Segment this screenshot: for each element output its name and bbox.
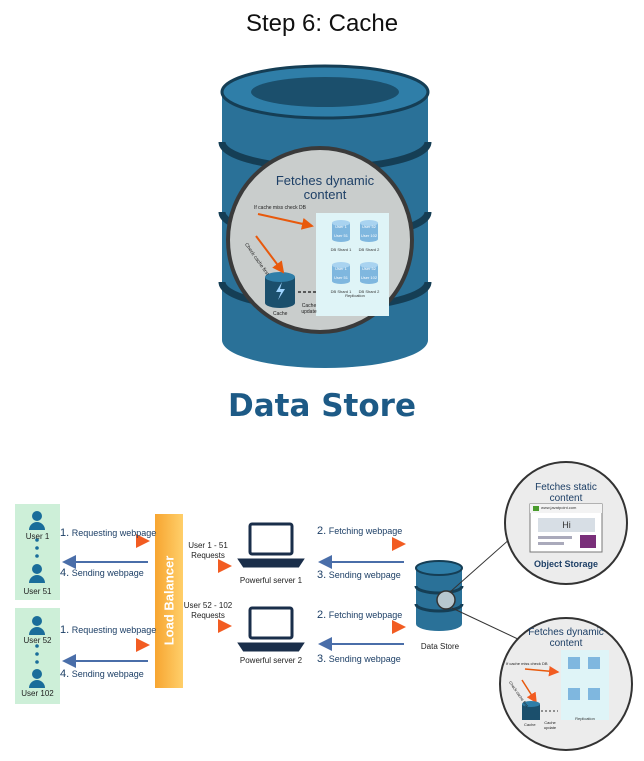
dynamic-heading: Fetches dynamic content <box>516 627 616 649</box>
hero-shard-1: User 1 User 51 DB Shard 1 <box>330 220 352 252</box>
step-number: 4. <box>60 668 70 680</box>
data-store-icon <box>414 560 464 631</box>
hero-cache-update-label: Cache update <box>301 303 317 315</box>
step-text: Fetching webpage <box>328 526 403 536</box>
static-heading-line2: content <box>549 493 583 504</box>
step-text: Sending webpage <box>71 568 144 578</box>
browser-text: Hi <box>562 520 571 530</box>
step-4-bottom: 4. Sending webpage <box>60 668 144 680</box>
requests-word: Requests <box>191 611 225 620</box>
requests-label-bottom: User 52 - 102 Requests <box>180 601 236 621</box>
requests-range: User 1 - 51 <box>188 541 228 550</box>
user-label-102: User 102 <box>21 689 54 698</box>
user-label-52: User 52 <box>23 636 52 645</box>
shard-top-text: User 52 <box>361 266 376 271</box>
architecture-diagram <box>15 461 633 751</box>
shard-top-text: User 1 <box>335 224 347 229</box>
hero-database-illustration <box>218 64 432 368</box>
step-number: 3. <box>317 653 327 665</box>
step-number: 3. <box>317 569 327 581</box>
step-text: Requesting webpage <box>71 528 157 538</box>
browser-url: www.javatpoint.com <box>541 505 577 510</box>
shard-label: DB Shard 2 <box>358 289 380 294</box>
server-2-label: Powerful server 2 <box>239 656 303 665</box>
shard-db-icon <box>332 220 350 242</box>
mini-cache-miss-label: If cache miss check DB <box>506 661 548 666</box>
hero-shard-3: User 1 User 51 DB Shard 1 <box>330 262 352 294</box>
step-3-top: 3. Sending webpage <box>317 569 401 581</box>
shard-top-text: User 52 <box>361 224 376 229</box>
step-number: 1. <box>60 624 70 636</box>
requests-label-top: User 1 - 51 Requests <box>184 541 232 561</box>
step-text: Fetching webpage <box>328 610 403 620</box>
server-1-label: Powerful server 1 <box>239 576 303 585</box>
hero-cache-label: Cache <box>273 311 288 317</box>
data-store-title: Data Store <box>228 388 416 424</box>
mini-cache-label: Cache <box>524 722 536 727</box>
load-balancer-bar <box>155 514 183 688</box>
hero-replication-label: Replication <box>345 293 365 298</box>
dynamic-heading-line1: Fetches dynamic <box>528 627 604 638</box>
step-text: Requesting webpage <box>71 625 157 635</box>
step-number: 2. <box>317 609 327 621</box>
hero-heading-line1: Fetches dynamic <box>275 173 375 188</box>
step-2-top: 2. Fetching webpage <box>317 525 402 537</box>
hero-heading-line2: content <box>303 187 347 202</box>
shard-bottom-text: User 102 <box>360 275 378 280</box>
shard-bottom-text: User 51 <box>333 233 348 238</box>
step-number: 4. <box>60 567 70 579</box>
hero-shard-4: User 52 User 102 DB Shard 2 <box>358 262 380 294</box>
user-label-51: User 51 <box>23 587 52 596</box>
shard-label: DB Shard 1 <box>330 289 352 294</box>
load-balancer-label: Load Balancer <box>161 555 177 646</box>
shard-db-icon <box>332 262 350 284</box>
step-1-top: 1. Requesting webpage <box>60 527 156 539</box>
mini-replication-label: Replication <box>575 716 595 721</box>
step-text: Sending webpage <box>328 654 401 664</box>
cache-icon <box>265 272 295 308</box>
step-number: 1. <box>60 527 70 539</box>
step-1-bottom: 1. Requesting webpage <box>60 624 156 636</box>
object-storage-label: Object Storage <box>533 559 598 569</box>
step-text: Sending webpage <box>328 570 401 580</box>
mini-cache-icon <box>522 701 540 720</box>
shard-label: DB Shard 1 <box>330 247 352 252</box>
page-title: Step 6: Cache <box>245 10 399 37</box>
mini-cache-update-label: Cache update <box>543 720 557 730</box>
step-text: Sending webpage <box>71 669 144 679</box>
laptop-icons <box>237 522 305 652</box>
static-heading: Fetches static content <box>516 482 616 504</box>
hero-shard-2: User 52 User 102 DB Shard 2 <box>358 220 380 252</box>
user-icons <box>29 511 45 688</box>
hero-cache-miss-label: If cache miss check DB <box>254 205 306 211</box>
requests-word: Requests <box>191 551 225 560</box>
shard-db-icon <box>360 262 378 284</box>
dynamic-heading-line2: content <box>549 638 583 649</box>
shard-bottom-text: User 102 <box>360 233 378 238</box>
static-heading-line1: Fetches static <box>535 482 597 493</box>
step-3-bottom: 3. Sending webpage <box>317 653 401 665</box>
shard-bottom-text: User 51 <box>333 275 348 280</box>
step-2-bottom: 2. Fetching webpage <box>317 609 402 621</box>
user-label-1: User 1 <box>25 532 50 541</box>
shard-db-icon <box>360 220 378 242</box>
data-store-label: Data Store <box>420 642 460 651</box>
requests-range: User 52 - 102 <box>183 601 233 610</box>
step-number: 2. <box>317 525 327 537</box>
step-4-top: 4. Sending webpage <box>60 567 144 579</box>
shard-label: DB Shard 2 <box>358 247 380 252</box>
hero-heading: Fetches dynamic content <box>250 174 400 202</box>
shard-top-text: User 1 <box>335 266 347 271</box>
